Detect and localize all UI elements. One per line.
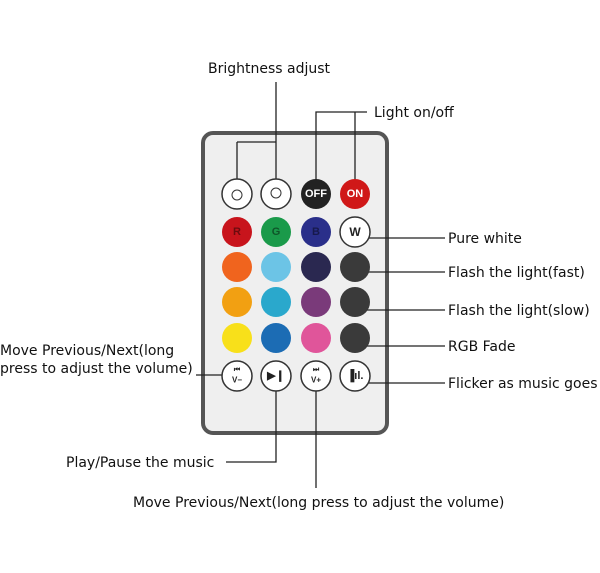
on-label: ON [347, 188, 364, 200]
color-button-row3-3[interactable] [301, 252, 331, 282]
label-prev-next-left-line1: Move Previous/Next(long [0, 343, 174, 359]
sun-small-icon [231, 189, 243, 201]
music-mode-button[interactable]: ▐ıl. [339, 360, 371, 392]
color-button-row4-1[interactable] [222, 287, 252, 317]
play-pause-button[interactable]: ▶❙ [260, 360, 292, 392]
color-button-row2-3[interactable]: B [301, 217, 331, 247]
r-label: R [233, 226, 241, 238]
prev-icon: ⏮ [234, 367, 241, 374]
label-light-onoff: Light on/off [374, 105, 454, 121]
equalizer-icon: ▐ıl. [347, 368, 364, 383]
label-rgb-fade: RGB Fade [448, 339, 515, 355]
play-pause-icon: ▶❙ [266, 370, 285, 382]
label-flash-fast: Flash the light(fast) [448, 265, 585, 281]
label-pure-white: Pure white [448, 231, 522, 247]
vminus-label: V− [232, 376, 242, 385]
brightness-down-button[interactable] [221, 178, 253, 210]
label-prev-next-bottom: Move Previous/Next(long press to adjust … [133, 495, 504, 511]
bulb-icon [270, 187, 282, 199]
off-label: OFF [305, 188, 327, 200]
label-flicker-music: Flicker as music goes [448, 376, 597, 392]
next-icon: ⏭ [313, 367, 320, 374]
label-flash-slow: Flash the light(slow) [448, 303, 590, 319]
color-button-row4-2[interactable] [261, 287, 291, 317]
off-button[interactable]: OFF [301, 179, 331, 209]
next-vol-up-button[interactable]: ⏭ V+ [300, 360, 332, 392]
color-button-row2-1[interactable]: R [222, 217, 252, 247]
label-prev-next-left-line2: press to adjust the volume) [0, 361, 193, 377]
w-label: W [349, 225, 361, 239]
leader-lines [196, 82, 445, 488]
color-button-row3-2[interactable] [261, 252, 291, 282]
brightness-up-button[interactable] [260, 178, 292, 210]
label-brightness: Brightness adjust [208, 61, 331, 77]
on-button[interactable]: ON [340, 179, 370, 209]
color-button-row2-2[interactable]: G [261, 217, 291, 247]
vplus-label: V+ [311, 376, 321, 385]
g-label: G [272, 226, 281, 238]
flash-fast-button[interactable] [340, 252, 370, 282]
prev-vol-down-button[interactable]: ⏮ V− [221, 360, 253, 392]
white-button[interactable]: W [339, 216, 371, 248]
color-button-row3-1[interactable] [222, 252, 252, 282]
flash-slow-button[interactable] [340, 287, 370, 317]
color-button-row5-2[interactable] [261, 323, 291, 353]
remote-body [201, 131, 389, 435]
color-button-row5-3[interactable] [301, 323, 331, 353]
color-button-row4-3[interactable] [301, 287, 331, 317]
label-play-pause: Play/Pause the music [66, 455, 214, 471]
rgb-fade-button[interactable] [340, 323, 370, 353]
b-label: B [312, 226, 320, 238]
color-button-row5-1[interactable] [222, 323, 252, 353]
